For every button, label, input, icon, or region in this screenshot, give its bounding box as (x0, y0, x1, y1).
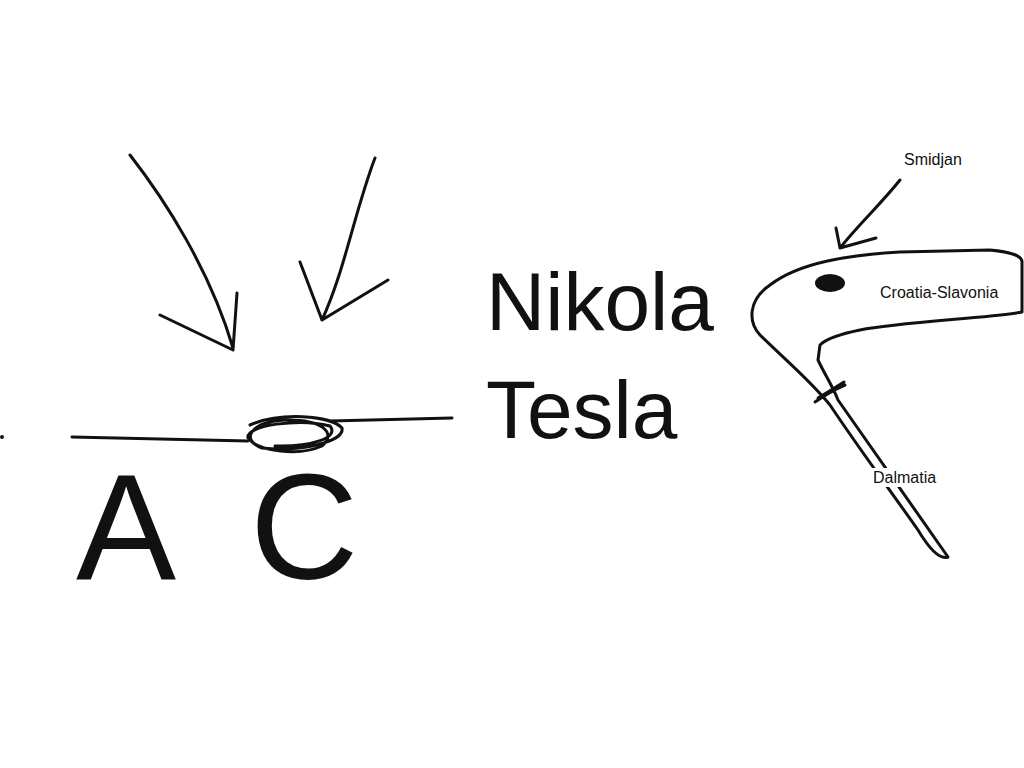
left-arrow (130, 155, 237, 350)
place-label: Smidjan (902, 150, 964, 169)
right-arrow (300, 158, 388, 320)
smidjan-arrow (836, 180, 900, 248)
region-border-mark (815, 382, 845, 402)
region-label: Croatia-Slavonia (878, 283, 1000, 302)
town-dot (815, 274, 845, 292)
title-text: Nikola Tesla (486, 248, 756, 464)
region-label: Dalmatia (871, 468, 938, 487)
scribble (248, 417, 342, 452)
map-outline (752, 250, 1022, 558)
hand-letter: A (76, 452, 176, 602)
edge-dot (0, 435, 4, 439)
hand-letter: C (250, 452, 358, 602)
